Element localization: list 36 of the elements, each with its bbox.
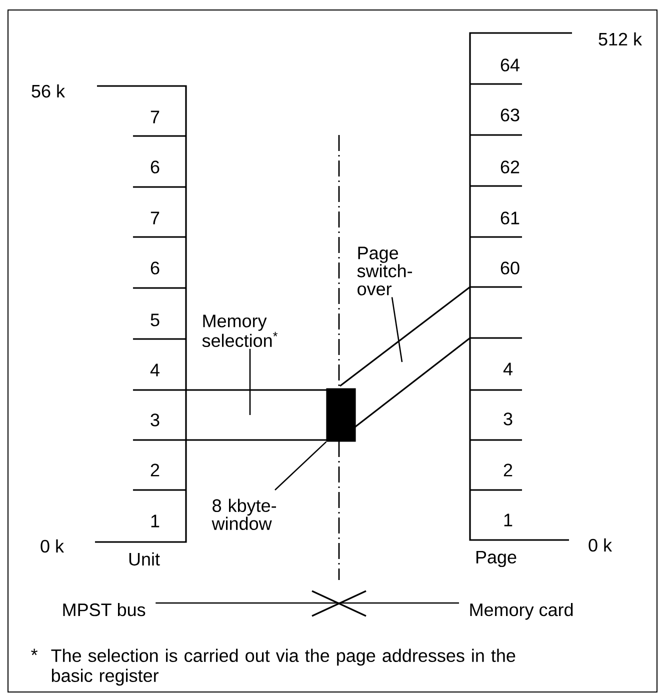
text-label: Page switch-over bbox=[357, 246, 412, 296]
text-label: Unit bbox=[129, 552, 160, 566]
footnote-mark: * bbox=[31, 648, 38, 656]
text-label: 56 k bbox=[32, 84, 66, 98]
text-label: Page bbox=[476, 550, 516, 568]
text-label: 60 bbox=[500, 262, 520, 274]
text-label: 5 bbox=[150, 314, 160, 326]
text-label: 512 k bbox=[598, 32, 642, 46]
text-label: MPST bus bbox=[63, 602, 146, 616]
text-label: 1 bbox=[504, 514, 512, 526]
text-label: 63 bbox=[500, 108, 520, 122]
text-label: 4 bbox=[503, 362, 512, 376]
footnote: The selection is carried out via the page addresses in the basic register bbox=[51, 648, 516, 686]
text-label: 3 bbox=[150, 414, 160, 426]
leader-line bbox=[391, 297, 403, 362]
text-label: 62 bbox=[500, 160, 520, 174]
text-label: 3 bbox=[504, 412, 512, 426]
window-block bbox=[326, 388, 356, 442]
text-label: 7 bbox=[150, 212, 160, 224]
text-label: 6 bbox=[150, 160, 160, 174]
bus-line bbox=[156, 602, 459, 604]
text-label: 1 bbox=[151, 514, 160, 528]
text-label: 2 bbox=[150, 464, 160, 476]
leader-line bbox=[249, 348, 251, 415]
text-label: 61 bbox=[500, 212, 520, 224]
leader-line bbox=[274, 441, 327, 490]
text-label: 4 bbox=[150, 364, 160, 376]
text-label: 2 bbox=[504, 464, 512, 476]
text-label: Memory card bbox=[470, 602, 573, 620]
text-label: Memory selection$^{*}$ bbox=[202, 314, 278, 348]
text-label: 0 k bbox=[588, 538, 612, 552]
text-label: 6 bbox=[150, 262, 160, 274]
text-label: 64 bbox=[500, 58, 520, 72]
text-label: 7 bbox=[150, 110, 160, 124]
text-label: 0 k bbox=[40, 539, 64, 553]
text-label: 8 kbyte-window bbox=[212, 498, 276, 530]
